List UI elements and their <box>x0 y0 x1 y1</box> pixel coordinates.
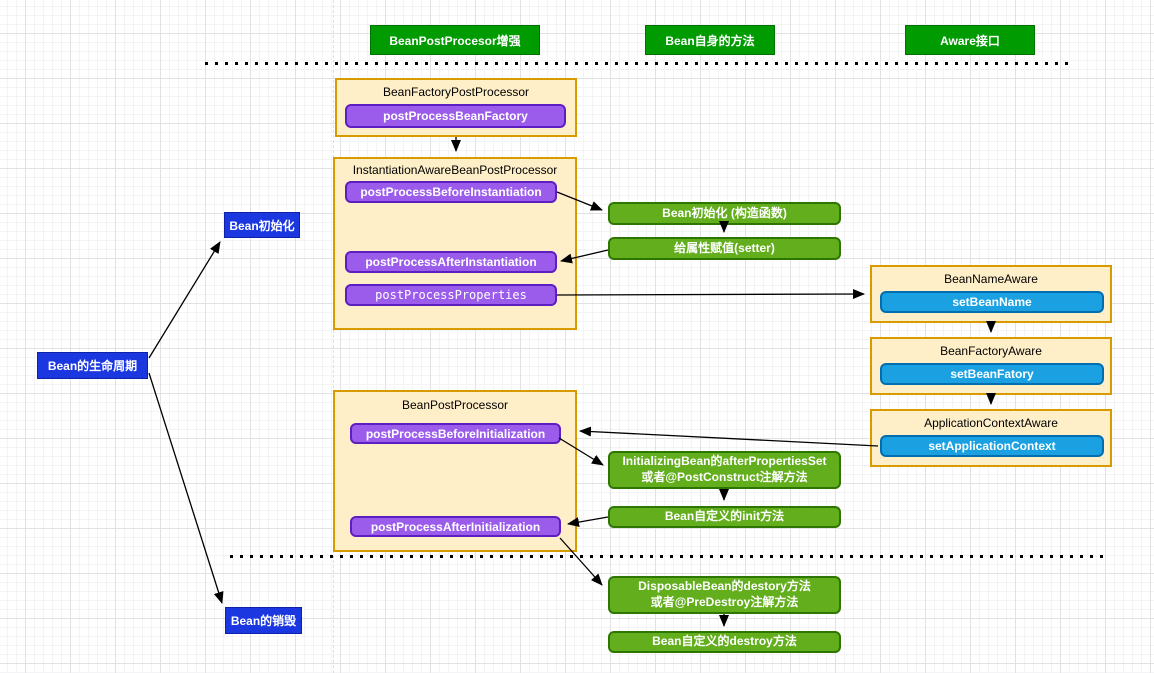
step-afterpropertiesset: InitializingBean的afterPropertiesSet 或者@P… <box>608 451 841 489</box>
step-custom-destroy: Bean自定义的destroy方法 <box>608 631 841 653</box>
title-beanfactoryaware: BeanFactoryAware <box>940 344 1042 358</box>
method-setbeanfatory: setBeanFatory <box>880 363 1104 385</box>
arrow-lifecycle-to-destroy <box>148 372 224 604</box>
dotted-separator-destroy <box>230 555 1106 558</box>
method-postprocessbeforeinitialization: postProcessBeforeInitialization <box>350 423 561 444</box>
dotted-separator-top <box>205 62 1072 65</box>
title-beanfactorypostprocessor: BeanFactoryPostProcessor <box>382 85 530 99</box>
title-beanpostprocessor: BeanPostProcessor <box>401 398 509 412</box>
method-postprocessafterinstantiation: postProcessAfterInstantiation <box>345 251 557 273</box>
legend-beanpostprocessor: BeanPostProcesor增强 <box>370 25 540 55</box>
node-bean-destroy: Bean的销毁 <box>225 607 302 634</box>
step-custom-init: Bean自定义的init方法 <box>608 506 841 528</box>
arrow-lifecycle-to-init <box>148 241 221 359</box>
title-beannameaware: BeanNameAware <box>944 272 1038 286</box>
method-postprocessproperties: postProcessProperties <box>345 284 557 306</box>
step-property-setter: 给属性赋值(setter) <box>608 237 841 260</box>
method-setapplicationcontext: setApplicationContext <box>880 435 1104 457</box>
method-postprocessbeforeinstantiation: postProcessBeforeInstantiation <box>345 181 557 203</box>
step-afterpropertiesset-line2: 或者@PostConstruct注解方法 <box>641 470 808 484</box>
node-bean-init: Bean初始化 <box>224 212 300 238</box>
arrow-setapplicationcontext-to-beforeinitialization <box>579 426 879 447</box>
legend-bean-own-methods: Bean自身的方法 <box>645 25 775 55</box>
step-bean-construct: Bean初始化 (构造函数) <box>608 202 841 225</box>
title-instantiationawarebeanpostprocessor: InstantiationAwareBeanPostProcessor <box>352 163 558 177</box>
method-setbeanname: setBeanName <box>880 291 1104 313</box>
method-postprocessafterinitialization: postProcessAfterInitialization <box>350 516 561 537</box>
step-disposablebean-destroy-line2: 或者@PreDestroy注解方法 <box>650 595 799 609</box>
arrow-properties-to-beannameaware <box>556 289 865 300</box>
step-afterpropertiesset-line1: InitializingBean的afterPropertiesSet <box>622 454 827 469</box>
node-bean-lifecycle: Bean的生命周期 <box>37 352 148 379</box>
legend-aware-interface: Aware接口 <box>905 25 1035 55</box>
step-disposablebean-destroy-line1: DisposableBean的destory方法 <box>638 579 811 594</box>
method-postprocessbeanfactory: postProcessBeanFactory <box>345 104 566 128</box>
step-disposablebean-destroy: DisposableBean的destory方法 或者@PreDestroy注解… <box>608 576 841 614</box>
page-boundary-line <box>333 0 334 673</box>
title-applicationcontextaware: ApplicationContextAware <box>924 416 1058 430</box>
